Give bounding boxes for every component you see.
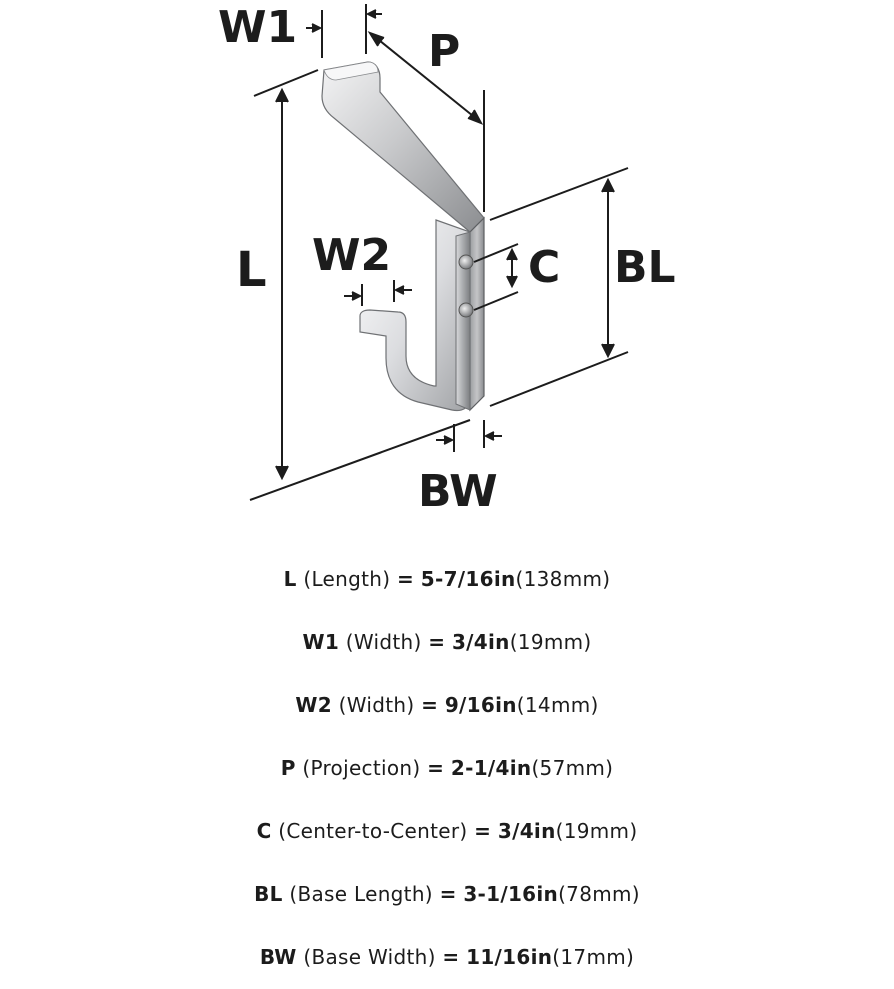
w2-arrow-left-icon — [351, 291, 363, 301]
spec-metric-value: (17mm) — [552, 945, 635, 969]
spec-code: BL — [254, 882, 283, 906]
label-bl: BL — [614, 242, 676, 293]
hook-body — [321, 61, 485, 412]
spec-metric-value: (19mm) — [509, 630, 592, 654]
l-extension-bottom — [249, 419, 471, 501]
spec-imperial-value: 5-7/16in — [420, 567, 516, 591]
spec-imperial-value: 2-1/4in — [450, 756, 532, 780]
spec-description: (Base Width) — [303, 945, 436, 969]
spec-code: BW — [259, 945, 297, 969]
c-extension-bottom — [473, 291, 519, 311]
dimension-lines — [249, 4, 629, 501]
spec-row-center-to-center: C (Center-to-Center) = 3/4in(19mm) — [0, 800, 894, 863]
spec-equals: = — [421, 693, 439, 717]
label-w2: W2 — [312, 230, 391, 281]
spec-metric-value: (14mm) — [516, 693, 599, 717]
l-extension-top — [253, 69, 319, 97]
dimension-spec-list: L (Length) = 5-7/16in(138mm) W1 (Width) … — [0, 548, 894, 989]
spec-imperial-value: 3/4in — [497, 819, 556, 843]
w2-arrow-right-icon — [393, 285, 405, 295]
label-w1: W1 — [218, 2, 297, 53]
base-plate-inner — [455, 231, 471, 411]
spec-code: P — [280, 756, 296, 780]
spec-equals: = — [397, 567, 415, 591]
spec-description: (Length) — [303, 567, 391, 591]
spec-code: W1 — [302, 630, 340, 654]
spec-metric-value: (19mm) — [555, 819, 638, 843]
label-l: L — [236, 242, 267, 298]
upper-arm — [321, 61, 485, 233]
w1-arrow-right-icon — [365, 9, 377, 19]
upper-arm-top-face — [323, 61, 379, 81]
p-arrow-start-icon — [367, 31, 385, 47]
bl-arrow-bottom-icon — [601, 343, 615, 359]
spec-description: (Width) — [345, 630, 422, 654]
c-arrow-top-icon — [506, 247, 518, 261]
lower-screw-icon — [458, 302, 474, 318]
bl-arrow-top-icon — [601, 177, 615, 193]
spec-imperial-value: 11/16in — [466, 945, 553, 969]
spec-row-width-1: W1 (Width) = 3/4in(19mm) — [0, 611, 894, 674]
spec-code: L — [283, 567, 297, 591]
spec-description: (Width) — [338, 693, 415, 717]
spec-row-length: L (Length) = 5-7/16in(138mm) — [0, 548, 894, 611]
spec-equals: = — [439, 882, 457, 906]
spec-code: W2 — [295, 693, 332, 717]
label-c: C — [528, 242, 560, 293]
spec-equals: = — [427, 756, 445, 780]
hook-dimension-diagram: W1 P L W2 C BL BW — [218, 2, 676, 517]
label-bw: BW — [418, 466, 498, 517]
spec-metric-value: (78mm) — [558, 882, 640, 906]
bl-extension-top — [489, 167, 629, 221]
spec-row-width-2: W2 (Width) = 9/16in(14mm) — [0, 674, 894, 737]
bw-arrow-right-icon — [483, 431, 495, 441]
c-extension-top — [473, 243, 519, 263]
spec-imperial-value: 3/4in — [451, 630, 510, 654]
bw-arrow-left-icon — [443, 435, 455, 445]
p-dimension-line — [373, 35, 479, 121]
spec-metric-value: (57mm) — [531, 756, 614, 780]
spec-description: (Projection) — [302, 756, 421, 780]
spec-equals: = — [428, 630, 446, 654]
spec-imperial-value: 9/16in — [444, 693, 517, 717]
l-arrow-bottom-icon — [275, 465, 289, 481]
spec-metric-value: (138mm) — [515, 567, 611, 591]
l-arrow-top-icon — [275, 87, 289, 103]
c-arrow-bottom-icon — [506, 275, 518, 289]
spec-equals: = — [474, 819, 492, 843]
spec-code: C — [256, 819, 272, 843]
spec-description: (Center-to-Center) — [278, 819, 468, 843]
spec-row-base-width: BW (Base Width) = 11/16in(17mm) — [0, 926, 894, 989]
label-p: P — [428, 26, 460, 77]
spec-row-base-length: BL (Base Length) = 3-1/16in(78mm) — [0, 863, 894, 926]
w1-arrow-left-icon — [311, 23, 323, 33]
lower-hook — [359, 219, 471, 412]
upper-screw-icon — [458, 254, 474, 270]
p-arrow-end-icon — [467, 109, 484, 125]
spec-row-projection: P (Projection) = 2-1/4in(57mm) — [0, 737, 894, 800]
spec-imperial-value: 3-1/16in — [463, 882, 559, 906]
spec-description: (Base Length) — [289, 882, 433, 906]
bl-extension-bottom — [489, 351, 629, 407]
spec-equals: = — [442, 945, 460, 969]
